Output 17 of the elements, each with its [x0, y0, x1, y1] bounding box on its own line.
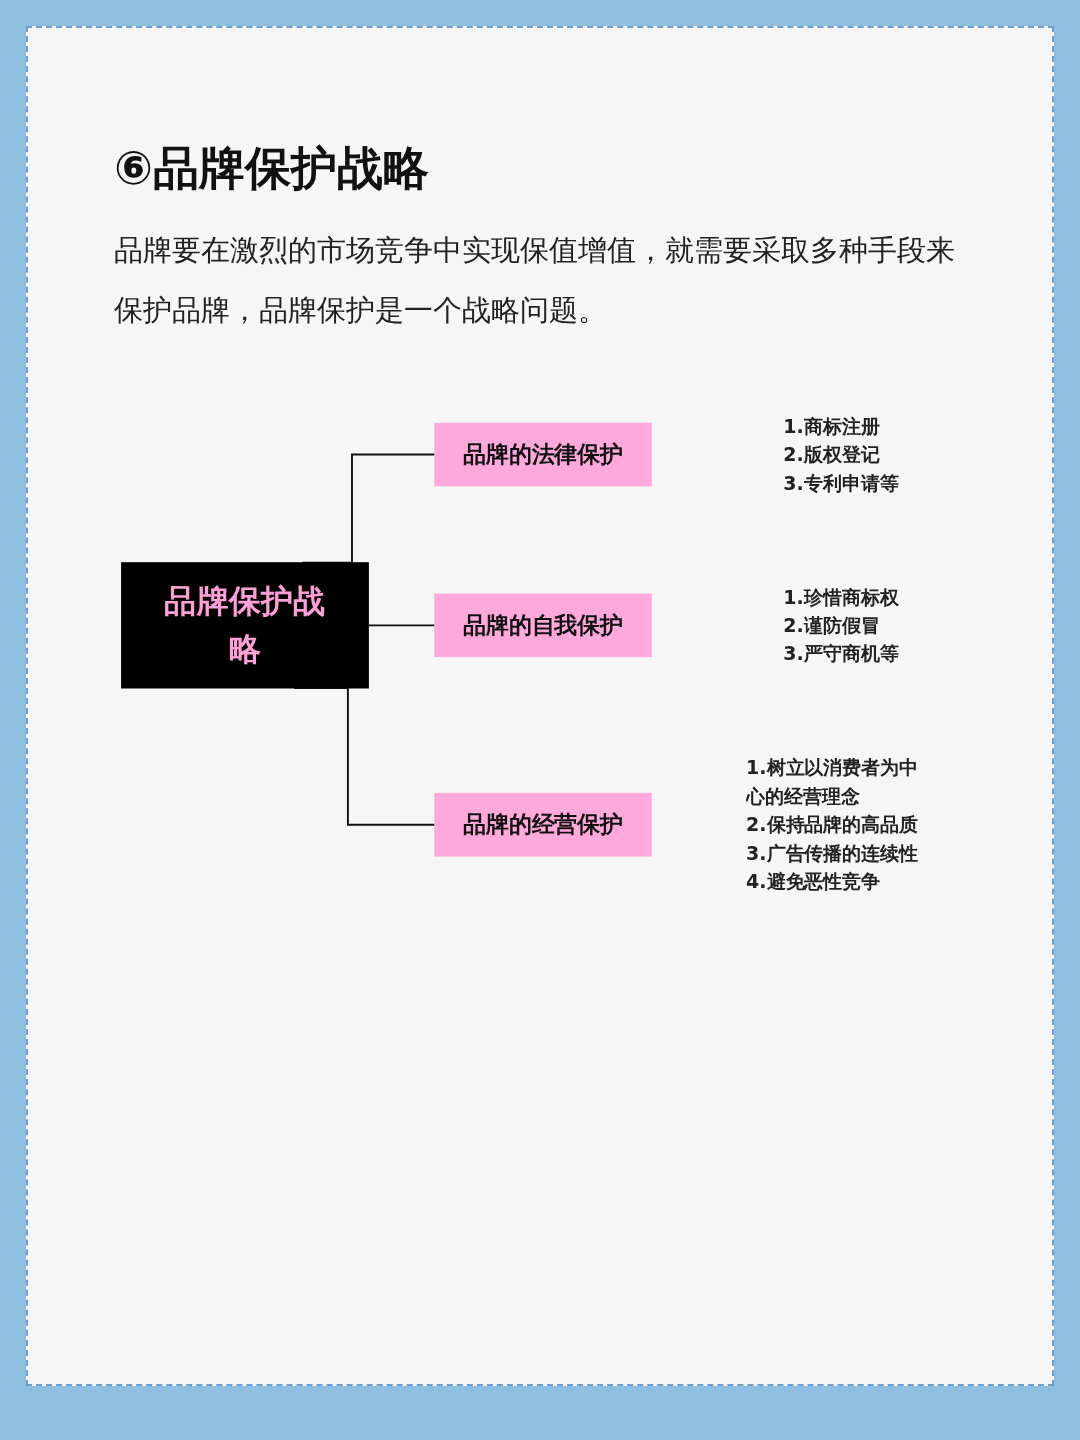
node-label: 2.谨防假冒 [783, 613, 880, 637]
node-label: 3.广告传播的连续性 [746, 841, 919, 865]
node-label: 3.专利申请等 [783, 471, 899, 495]
node-box: 品牌的经营保护 [434, 792, 652, 857]
intro-paragraph: 品牌要在激烈的市场竞争中实现保值增值，就需要采取多种手段来保护品牌，品牌保护是一个战略问题。 [114, 232, 956, 329]
node-box: 品牌保护战略 [121, 562, 369, 689]
node-label: 4.避免恶性竞争 [746, 870, 881, 894]
node-label: 1.珍惜商标权 [783, 585, 899, 609]
node-label: 1.树立以消费者为中心的经营理念 [746, 756, 919, 808]
node-label: 2.版权登记 [783, 443, 880, 466]
connector [367, 624, 436, 627]
node-box: 品牌的法律保护 [434, 422, 652, 487]
node-label: 2.保持品牌的高品质 [746, 813, 919, 837]
title: ⑥品牌保护战略 [114, 140, 430, 197]
node-label: 1.商标注册 [783, 414, 880, 438]
node-label: 3.严守商机等 [783, 642, 899, 666]
node-box: 品牌的自我保护 [434, 593, 652, 658]
